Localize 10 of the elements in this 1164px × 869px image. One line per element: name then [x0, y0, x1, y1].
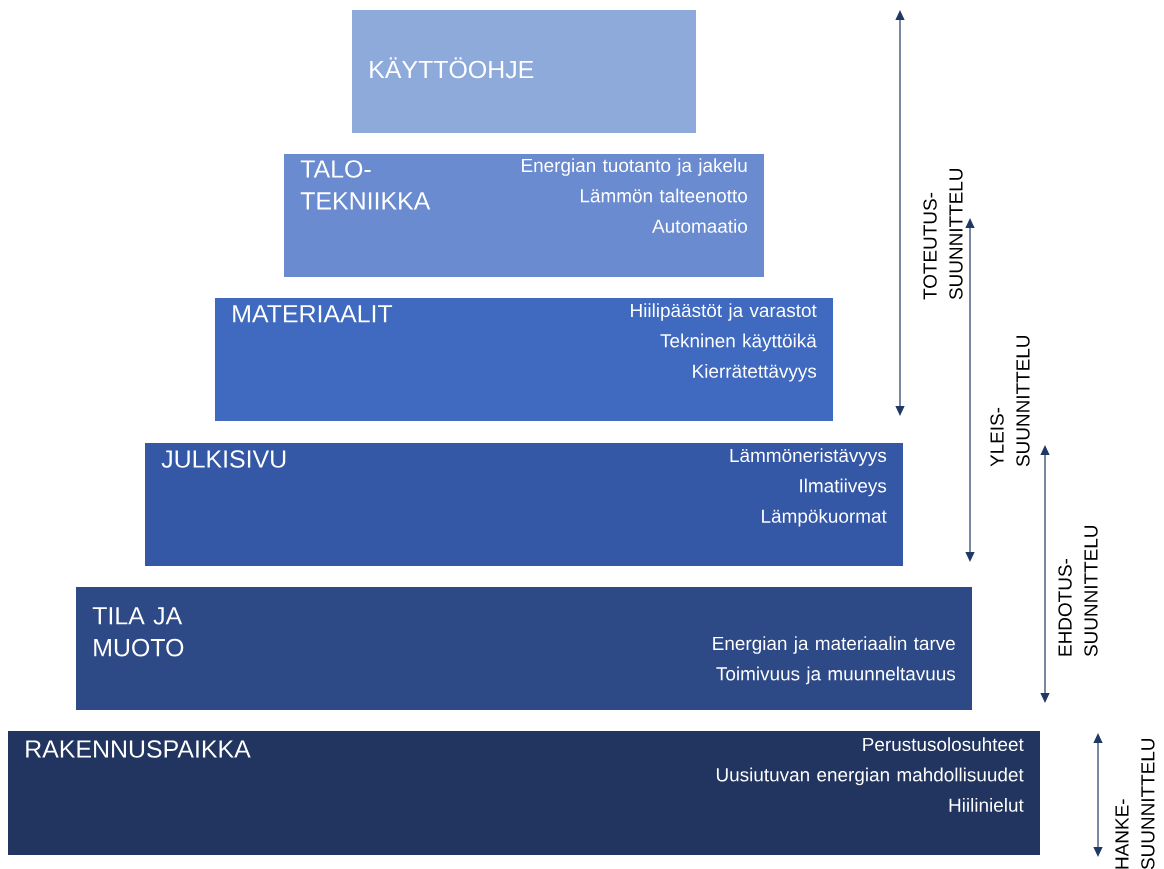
layer-box: RAKENNUSPAIKKA Perustusolosuhteet Uusiutuvan energian mahdollisuudet Hiilinielut — [8, 731, 1040, 855]
phase-label: HANKE- SUUNNITTELU — [1115, 738, 1155, 869]
layer-box: JULKISIVU Lämmöneristävyys Ilmatiiveys Lämpökuormat — [145, 443, 903, 566]
phase-label: YLEIS- SUUNNITTELU — [990, 335, 1030, 467]
layer-box: MATERIAALIT Hiilipäästöt ja varastot Tekninen käyttöikä Kierrätettävyys — [215, 298, 833, 421]
phase-label: TOTEUTUS- SUUNNITTELU — [923, 168, 963, 300]
layer-box: KÄYTTÖOHJE — [352, 10, 696, 133]
layer-box: TILA JA MUOTO Energian ja materiaalin tarve Toimivuus ja muunneltavuus — [76, 587, 972, 710]
layer-box: TALO- TEKNIIKKA Energian tuotanto ja jakelu Lämmön talteenotto Automaatio — [284, 154, 764, 277]
phase-label: EHDOTUS- SUUNNITTELU — [1058, 525, 1098, 657]
